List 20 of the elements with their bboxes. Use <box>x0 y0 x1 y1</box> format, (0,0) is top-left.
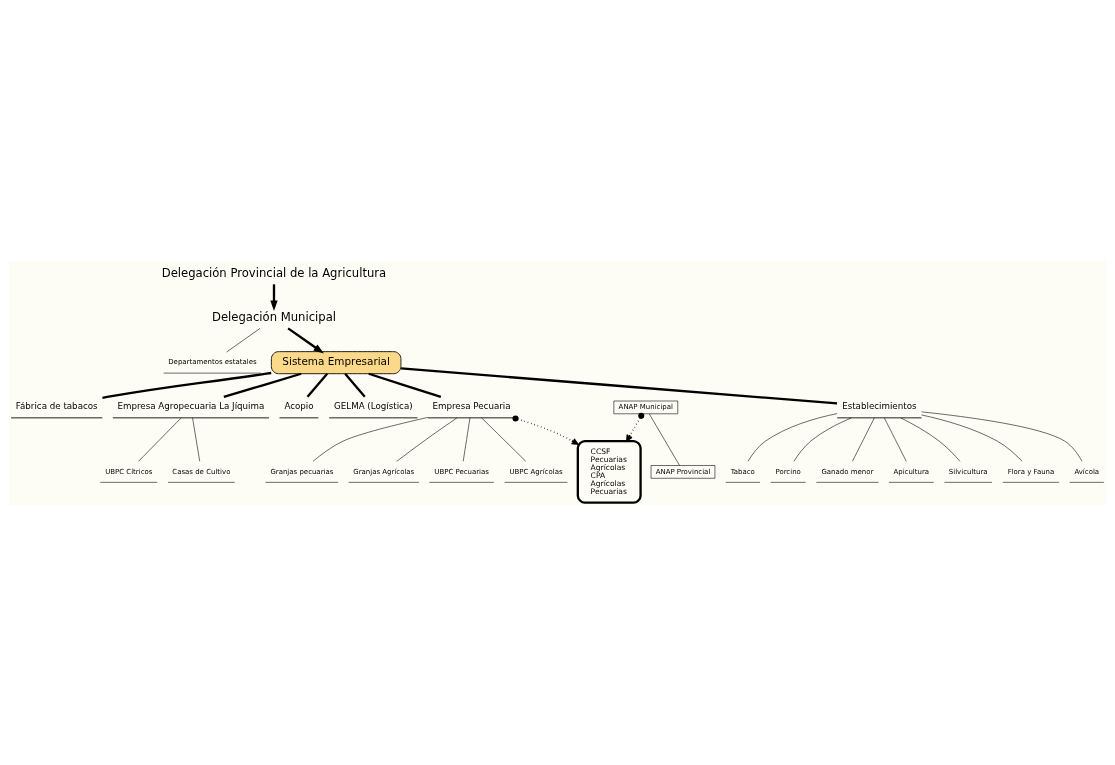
arrow <box>512 414 579 445</box>
node-text: GELMA (Logística) <box>334 400 413 411</box>
node-text: Establecimientos <box>842 400 917 411</box>
connector <box>368 372 442 398</box>
connector <box>401 366 838 405</box>
node-text: Acopio <box>284 400 314 411</box>
connector <box>344 372 366 398</box>
connector <box>306 372 329 398</box>
node-text: Empresa Pecuaria <box>432 400 511 411</box>
node-text: Empresa Agropecuaria La Jíquima <box>117 400 265 411</box>
connector <box>138 417 182 462</box>
arrow <box>287 326 324 353</box>
connector <box>102 371 272 399</box>
node-text: Fábrica de tabacos <box>15 400 98 411</box>
node-text: Delegación Provincial de la Agricultura <box>161 265 387 280</box>
node-text: Delegación Municipal <box>212 309 336 324</box>
connector <box>223 372 302 398</box>
arrow <box>626 412 645 442</box>
node-box: Sistema Empresarial <box>270 350 402 374</box>
connector <box>648 413 680 466</box>
